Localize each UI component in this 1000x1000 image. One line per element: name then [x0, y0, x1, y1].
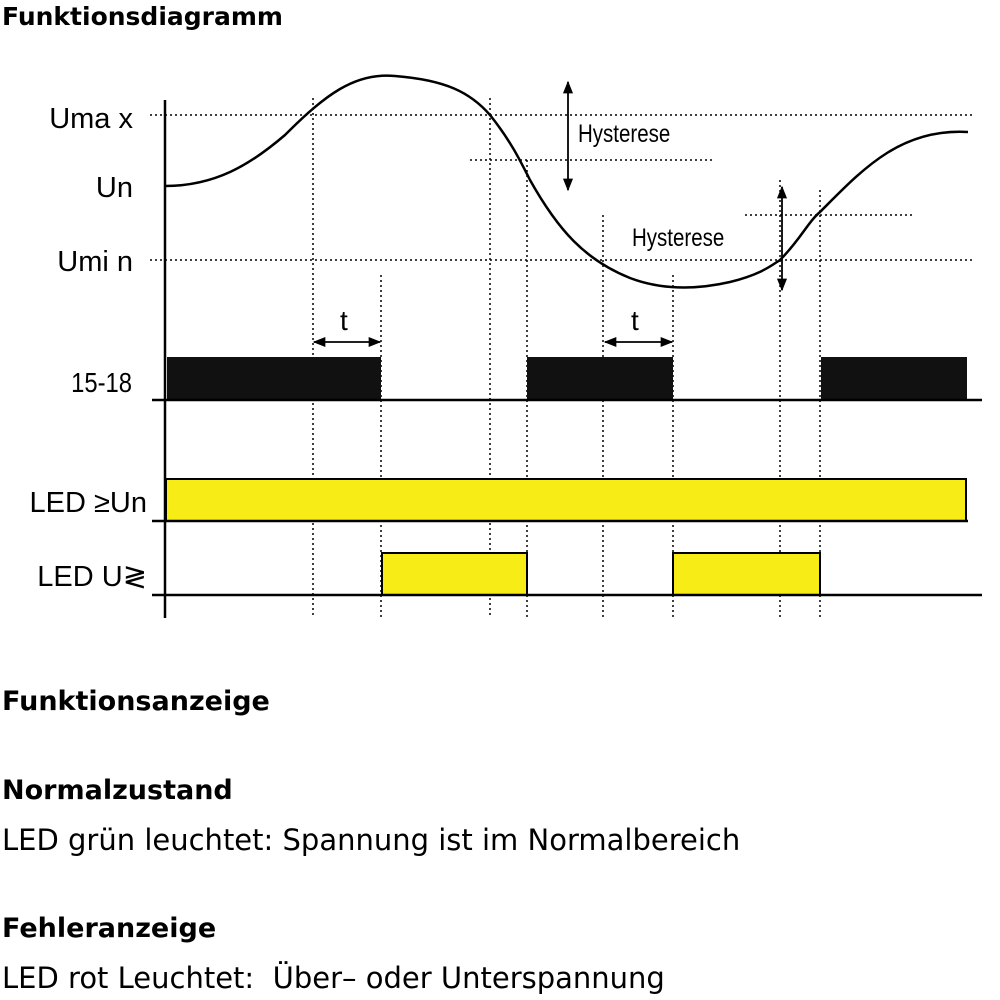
normal-state-heading: Normalzustand	[2, 775, 233, 806]
level-label-un: Un	[96, 172, 133, 204]
track-label-led-u: LED U≷	[37, 561, 147, 593]
delay-label-1: t	[340, 305, 348, 336]
led-u-on-segment-2	[672, 552, 821, 596]
relay-on-segment-3	[821, 357, 967, 400]
error-display-heading: Fehleranzeige	[2, 913, 217, 944]
track-label-relay: 15-18	[71, 366, 132, 398]
voltage-curve	[164, 74, 969, 289]
page-title: Funktionsdiagramm	[2, 2, 283, 31]
section-title: Funktionsanzeige	[2, 686, 270, 717]
level-label-umin: Umi n	[57, 246, 133, 278]
normal-state-text: LED grün leuchtet: Spannung ist im Norma…	[2, 823, 741, 857]
led-u-on-segment-1	[381, 552, 528, 596]
relay-on-segment-2	[527, 357, 673, 400]
function-diagram: Hysterese Hysterese t t Uma x Un Umi n 1…	[30, 74, 982, 618]
track-label-led-un: LED ≥Un	[30, 487, 147, 519]
hysteresis-upper-label: Hysterese	[578, 119, 670, 147]
hysteresis-lower-label: Hysterese	[632, 223, 724, 251]
delay-label-2: t	[631, 305, 639, 336]
error-display-text: LED rot Leuchtet: Über– oder Unterspannu…	[2, 961, 665, 995]
relay-on-segment-1	[167, 357, 381, 400]
led-un-on-segment	[165, 478, 967, 522]
level-label-umax: Uma x	[49, 103, 133, 135]
